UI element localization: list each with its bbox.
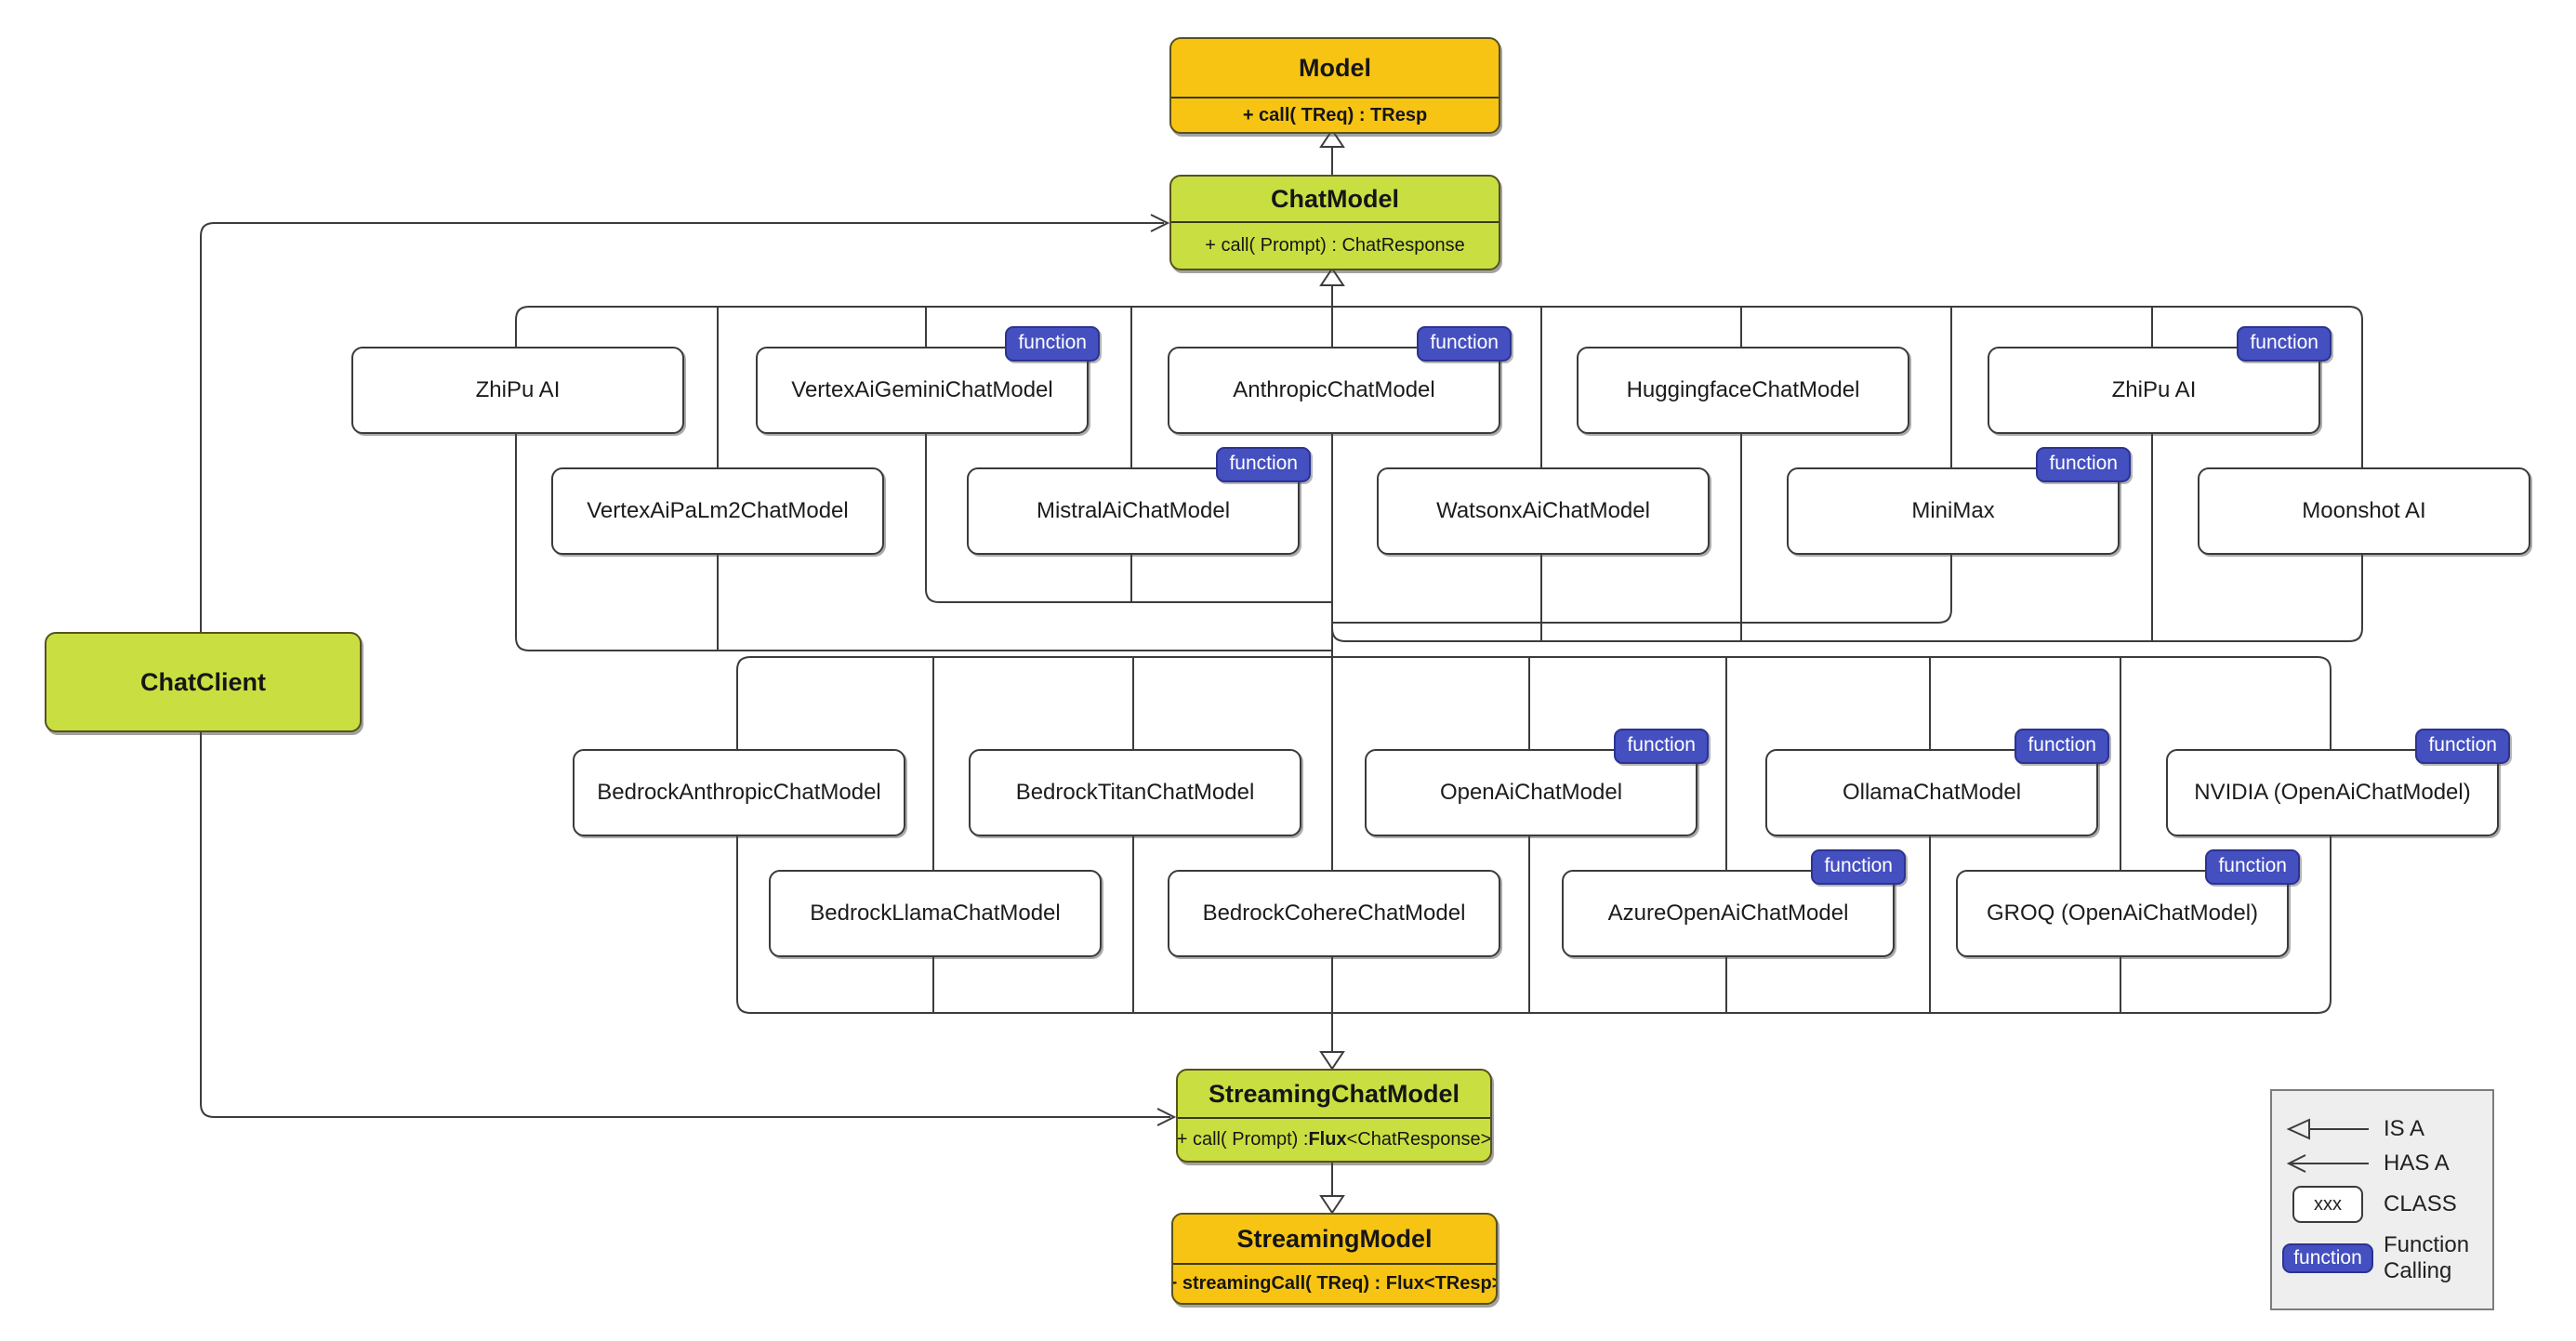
legend-row-is-a: IS A	[2272, 1116, 2492, 1142]
class-title: StreamingChatModel	[1208, 1079, 1460, 1108]
class-box-minimax: function MiniMax	[1787, 447, 2131, 555]
class-title: ChatModel	[1271, 184, 1399, 213]
has-a-arrowhead-streaming	[1156, 1108, 1177, 1126]
class-label: ZhiPu AI	[475, 377, 561, 402]
legend-function-line1: Function	[2384, 1232, 2470, 1257]
class-label: GROQ (OpenAiChatModel)	[1986, 901, 2259, 926]
class-label: NVIDIA (OpenAiChatModel)	[2194, 780, 2471, 805]
class-label: BedrockLlamaChatModel	[810, 901, 1061, 926]
class-label: VertexAiPaLm2ChatModel	[587, 498, 849, 523]
function-badge: function	[1811, 849, 1906, 885]
class-method: + streamingCall( TReq) : Flux<TResp>	[1173, 1263, 1496, 1303]
legend-row-class: xxx CLASS	[2272, 1186, 2492, 1223]
has-a-arrow-icon	[2285, 1151, 2371, 1176]
class-box-streamingchatmodel: StreamingChatModel + call( Prompt) : Flu…	[1176, 1069, 1492, 1163]
class-method: + call( Prompt) : Flux<ChatResponse>	[1178, 1117, 1490, 1161]
legend: IS A HAS A xxx CLASS function Function	[2270, 1089, 2494, 1310]
function-badge: function	[2415, 729, 2510, 764]
function-badge: function	[2036, 447, 2131, 482]
class-method: + call( TReq) : TResp	[1171, 97, 1499, 132]
function-badge: function	[1216, 447, 1311, 482]
class-box-bedrock-cohere: BedrockCohereChatModel	[1168, 870, 1500, 957]
class-box-mistral: function MistralAiChatModel	[967, 447, 1311, 555]
class-label: AnthropicChatModel	[1233, 377, 1435, 402]
class-box-vertexai-gemini: function VertexAiGeminiChatModel	[756, 326, 1100, 434]
class-box-nvidia: function NVIDIA (OpenAiChatModel)	[2166, 729, 2510, 836]
legend-row-has-a: HAS A	[2272, 1150, 2492, 1177]
is-a-arrowhead-chatmodel	[1319, 267, 1345, 286]
class-label: WatsonxAiChatModel	[1436, 498, 1650, 523]
class-label: HuggingfaceChatModel	[1626, 377, 1860, 402]
class-box-huggingface: HuggingfaceChatModel	[1577, 347, 1909, 434]
function-badge: function	[1417, 326, 1512, 362]
class-box-zhipu-ai-left: ZhiPu AI	[351, 347, 684, 434]
upper-bus-left	[515, 306, 1332, 651]
function-badge: function	[2015, 729, 2109, 764]
legend-row-function: function Function Calling	[2272, 1232, 2492, 1283]
class-box-moonshot: Moonshot AI	[2198, 467, 2530, 555]
has-a-arrowhead-chatmodel	[1150, 214, 1170, 232]
class-label: AzureOpenAiChatModel	[1607, 901, 1849, 926]
class-title: StreamingModel	[1236, 1224, 1433, 1253]
class-box-anthropic: function AnthropicChatModel	[1168, 326, 1512, 434]
method-text: + call( Prompt) :	[1176, 1129, 1309, 1150]
class-box-azure-openai: function AzureOpenAiChatModel	[1562, 849, 1906, 957]
is-a-arrowhead-streamingmodel	[1319, 1195, 1345, 1215]
method-text: <ChatResponse>	[1346, 1129, 1492, 1150]
upper-rail-gemini	[925, 307, 1332, 603]
function-badge-sample-icon: function	[2282, 1242, 2373, 1273]
class-box-groq: function GROQ (OpenAiChatModel)	[1956, 849, 2300, 957]
class-label: OpenAiChatModel	[1439, 780, 1623, 805]
legend-label-function-calling: Function Calling	[2384, 1232, 2469, 1283]
class-box-bedrock-llama: BedrockLlamaChatModel	[769, 870, 1102, 957]
method-text-bold: Flux	[1308, 1129, 1347, 1150]
class-label: OllamaChatModel	[1842, 780, 2022, 805]
class-label: BedrockTitanChatModel	[1015, 780, 1255, 805]
class-box-ollama: function OllamaChatModel	[1765, 729, 2109, 836]
function-badge: function	[2237, 326, 2332, 362]
class-label: Moonshot AI	[2302, 498, 2426, 523]
is-a-arrowhead-model	[1319, 128, 1345, 148]
class-label: MistralAiChatModel	[1036, 498, 1231, 523]
class-box-watsonx: WatsonxAiChatModel	[1377, 467, 1710, 555]
upper-bus-right	[1331, 306, 2363, 642]
class-label: VertexAiGeminiChatModel	[791, 377, 1053, 402]
class-box-bedrock-anthropic: BedrockAnthropicChatModel	[573, 749, 905, 836]
class-label: MiniMax	[1911, 498, 1995, 523]
function-badge-sample: function	[2282, 1242, 2373, 1273]
class-title: ChatClient	[140, 667, 266, 696]
legend-label-class: CLASS	[2384, 1191, 2457, 1217]
legend-function-line2: Calling	[2384, 1257, 2452, 1283]
class-box-openai: function OpenAiChatModel	[1365, 729, 1709, 836]
class-box-streamingmodel: StreamingModel + streamingCall( TReq) : …	[1171, 1213, 1498, 1305]
class-label: ZhiPu AI	[2111, 377, 2197, 402]
legend-label-is-a: IS A	[2384, 1115, 2425, 1141]
class-method: + call( Prompt) : ChatResponse	[1171, 221, 1499, 269]
class-label: BedrockAnthropicChatModel	[597, 780, 881, 805]
lower-bus-rect	[736, 656, 2332, 1014]
class-box-model: Model + call( TReq) : TResp	[1169, 37, 1500, 134]
has-a-route-chatmodel	[200, 222, 1164, 632]
class-box-chatclient: ChatClient	[45, 632, 362, 732]
upper-rail-minimax	[1332, 307, 1952, 624]
class-box-bedrock-titan: BedrockTitanChatModel	[969, 749, 1301, 836]
has-a-route-streaming	[200, 729, 1170, 1118]
class-box-vertexai-palm2: VertexAiPaLm2ChatModel	[551, 467, 884, 555]
function-badge: function	[1614, 729, 1709, 764]
legend-label-has-a: HAS A	[2384, 1150, 2450, 1177]
class-sample-box: xxx	[2292, 1186, 2363, 1223]
function-badge: function	[2205, 849, 2300, 885]
class-sample-icon: xxx	[2285, 1186, 2371, 1223]
function-badge: function	[1005, 326, 1100, 362]
class-box-zhipu-ai-right: function ZhiPu AI	[1988, 326, 2332, 434]
is-a-arrowhead-streamingchatmodel	[1319, 1051, 1345, 1071]
class-box-chatmodel: ChatModel + call( Prompt) : ChatResponse	[1169, 175, 1500, 270]
class-label: BedrockCohereChatModel	[1202, 901, 1466, 926]
is-a-arrow-icon	[2285, 1117, 2371, 1141]
class-title: Model	[1299, 53, 1371, 82]
